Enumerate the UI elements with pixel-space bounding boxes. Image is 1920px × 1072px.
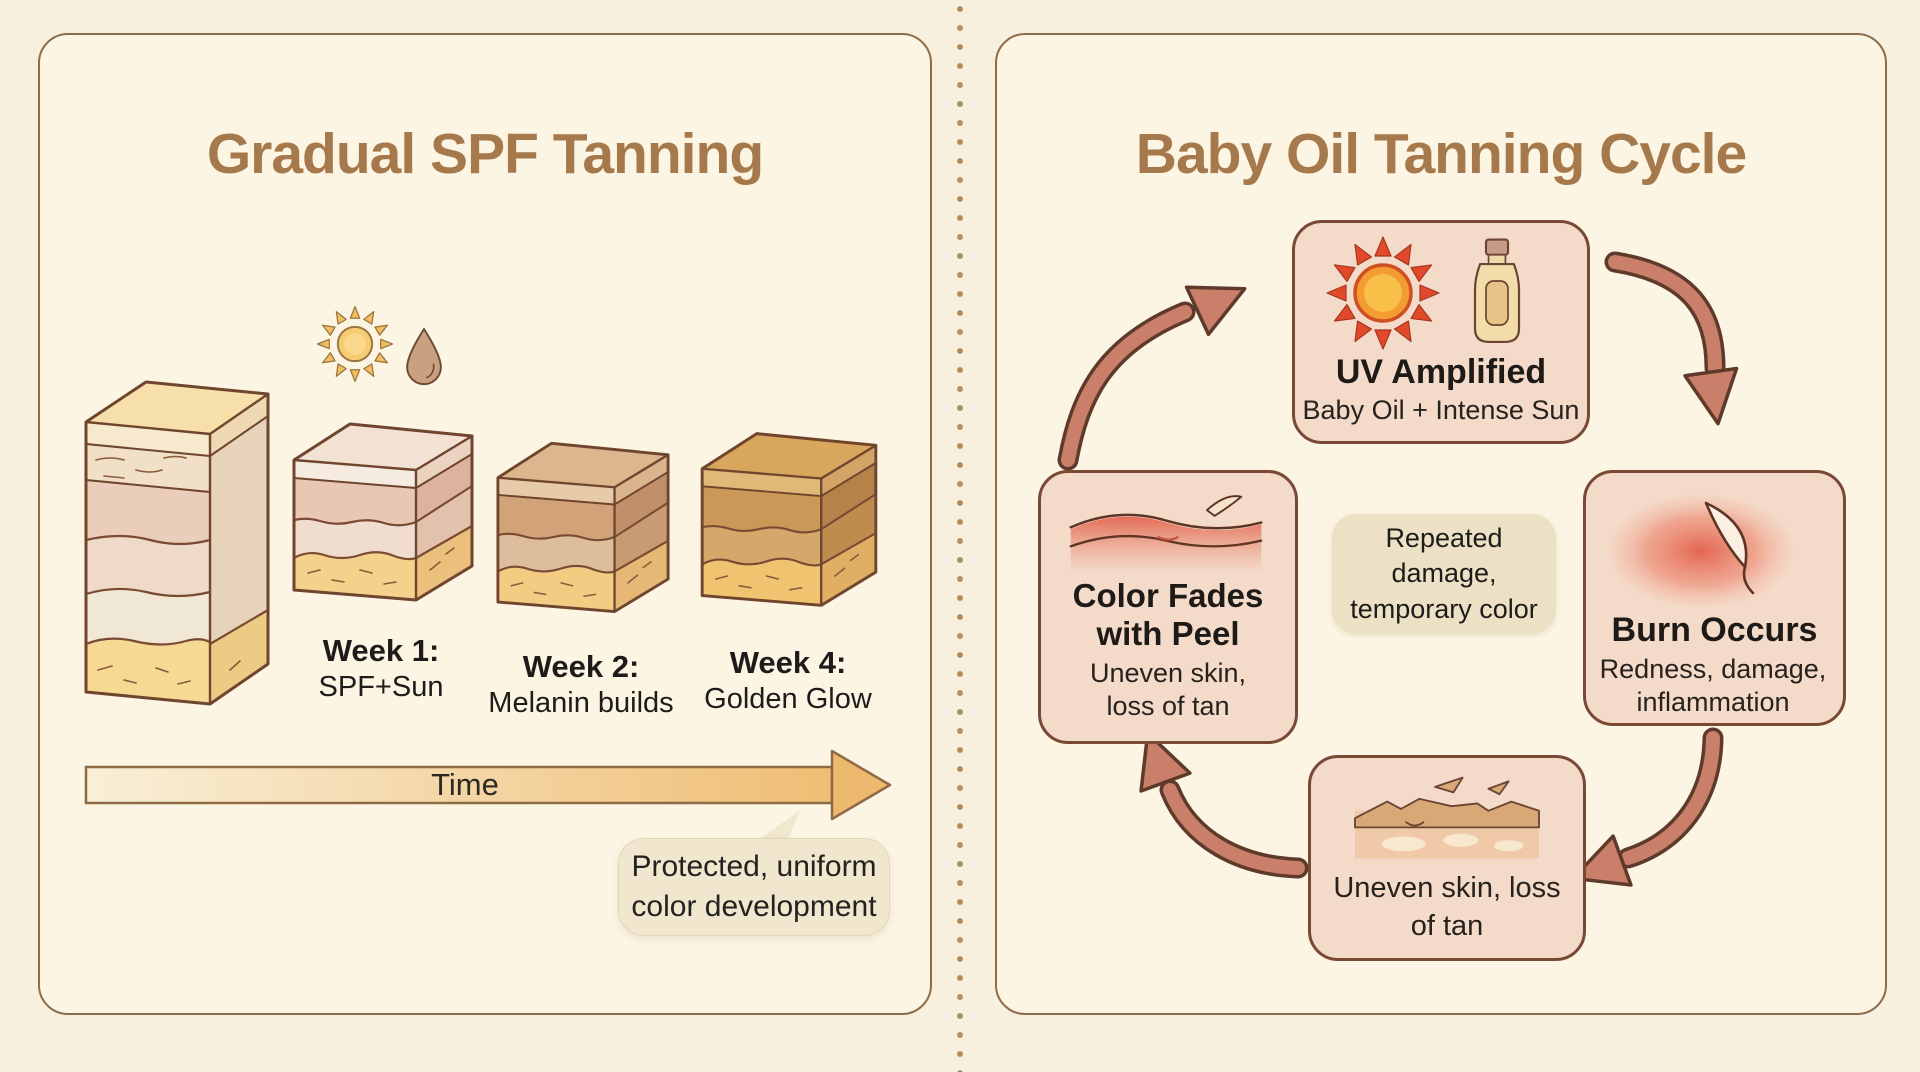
node-text: Uneven skin, loss of tan: [1333, 872, 1561, 942]
cycle-arrow-up-icon: [1057, 285, 1247, 471]
node-burn-occurs: Burn Occurs Redness, damage, inflammatio…: [1583, 470, 1846, 726]
time-arrow-label: Time: [431, 767, 499, 802]
time-arrow: [84, 749, 892, 821]
left-panel-title: Gradual SPF Tanning: [206, 122, 764, 186]
callout-tail: [754, 810, 800, 844]
baby-oil-bottle-icon: [1473, 238, 1521, 344]
panel-divider-dotted: [956, 0, 964, 1072]
cycle-arrow-down-icon: [1571, 727, 1724, 887]
node-subtitle: Baby Oil + Intense Sun: [1302, 395, 1580, 425]
node-uneven-skin: Uneven skin, loss of tan: [1308, 755, 1586, 961]
burn-blotch-icon: [1609, 495, 1793, 607]
fading-skin-icon: [1069, 495, 1263, 573]
center-note-text: Repeated damage, temporary color: [1350, 523, 1538, 624]
stage-label-week1: Week 1: SPF+Sun: [318, 633, 444, 703]
stage-label-week2: Week 2: Melanin builds: [488, 649, 674, 719]
skin-block-baseline: [84, 380, 270, 706]
stage-label-week4: Week 4: Golden Glow: [704, 645, 872, 715]
skin-block-week1: [292, 422, 474, 602]
node-subtitle: Redness, damage, inflammation: [1599, 654, 1827, 717]
skin-block-week4: [700, 432, 878, 607]
node-subtitle: Uneven skin, loss of tan: [1089, 658, 1247, 721]
right-panel-title: Baby Oil Tanning Cycle: [1135, 122, 1747, 186]
node-title: Burn Occurs: [1611, 611, 1818, 649]
node-title: UV Amplified: [1335, 353, 1547, 391]
node-uv-amplified: UV Amplified Baby Oil + Intense Sun: [1292, 220, 1590, 444]
cycle-arrow-right-icon: [1604, 251, 1739, 426]
sun-icon: [316, 305, 394, 383]
center-note: Repeated damage, temporary color: [1332, 514, 1556, 634]
callout-bubble: Protected, uniform color development: [618, 838, 890, 936]
uv-sun-icon: [1326, 236, 1440, 350]
node-title: Color Fades with Peel: [1072, 577, 1264, 652]
skin-block-week2: [496, 441, 670, 614]
node-color-fades: Color Fades with Peel Uneven skin, loss …: [1038, 470, 1298, 744]
peeling-skin-icon: [1354, 776, 1540, 859]
droplet-icon: [406, 327, 442, 386]
cycle-arrow-left-icon: [1139, 731, 1309, 879]
